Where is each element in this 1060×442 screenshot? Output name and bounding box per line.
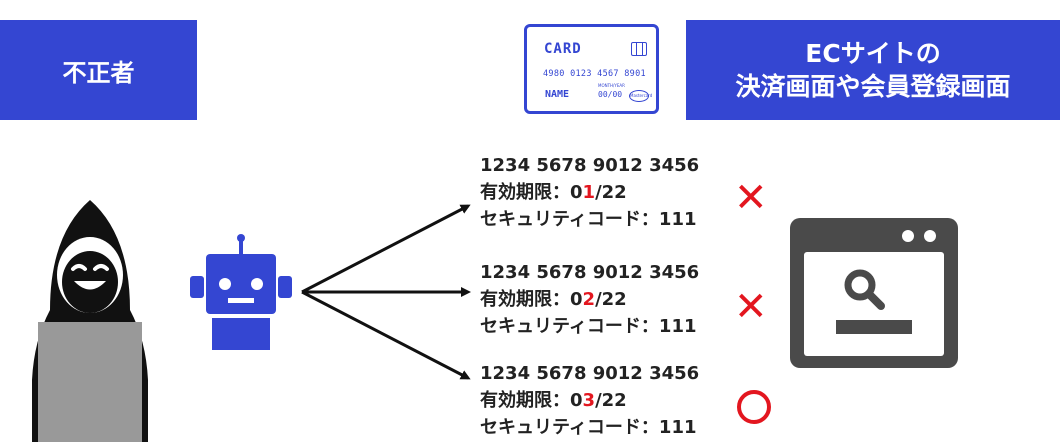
attempt-3: 1234 5678 9012 3456 有効期限：03/22 セキュリティコード…	[480, 360, 730, 441]
card-name-label: NAME	[545, 89, 570, 100]
attacker-label: 不正者	[62, 58, 135, 87]
attempt-card-number: 1234 5678 9012 3456	[480, 155, 700, 176]
robot-icon	[190, 234, 292, 350]
attempt-expiry-month-digit: 3	[582, 390, 596, 411]
ec-site-line2: 決済画面や会員登録画面	[735, 72, 1011, 101]
attempt-1: 1234 5678 9012 3456 有効期限：01/22 セキュリティコード…	[480, 152, 730, 233]
browser-window-icon	[790, 218, 958, 368]
ec-site-line1: ECサイトの	[805, 39, 941, 68]
attempt-expiry: 有効期限：02/22	[480, 289, 627, 310]
attempt-expiry-month-digit: 1	[582, 182, 596, 203]
arrow-attempt-1	[301, 204, 471, 294]
card-expiry: 00/00	[598, 90, 623, 99]
attempt-cvc: セキュリティコード：111	[480, 417, 697, 438]
hacker-icon	[32, 200, 148, 442]
ec-site-banner: ECサイトの 決済画面や会員登録画面	[686, 20, 1060, 120]
card-title: CARD	[544, 41, 582, 57]
input-bar	[836, 320, 912, 334]
attempt-cvc: セキュリティコード：111	[480, 209, 697, 230]
chip-icon	[631, 42, 647, 56]
fail-cross-icon: ✕	[734, 175, 768, 221]
fail-cross-icon: ✕	[734, 284, 768, 330]
credit-card-illustration: CARD 4980 0123 4567 8901 NAME MONTH/YEAR…	[524, 24, 659, 114]
arrow-attempt-3	[301, 290, 471, 380]
attempt-expiry-month-digit: 2	[582, 289, 596, 310]
attempt-2: 1234 5678 9012 3456 有効期限：02/22 セキュリティコード…	[480, 259, 730, 340]
card-expiry-label: MONTH/YEAR	[598, 83, 625, 88]
attempt-expiry: 有効期限：01/22	[480, 182, 627, 203]
attempt-cvc: セキュリティコード：111	[480, 316, 697, 337]
attempt-card-number: 1234 5678 9012 3456	[480, 363, 700, 384]
card-brand-logo: Mastercard	[629, 90, 652, 102]
attempt-expiry: 有効期限：03/22	[480, 390, 627, 411]
card-number: 4980 0123 4567 8901	[543, 69, 646, 79]
attacker-label-banner: 不正者	[0, 20, 197, 120]
success-circle-icon	[737, 390, 771, 424]
search-icon	[844, 269, 876, 301]
attempt-card-number: 1234 5678 9012 3456	[480, 262, 700, 283]
